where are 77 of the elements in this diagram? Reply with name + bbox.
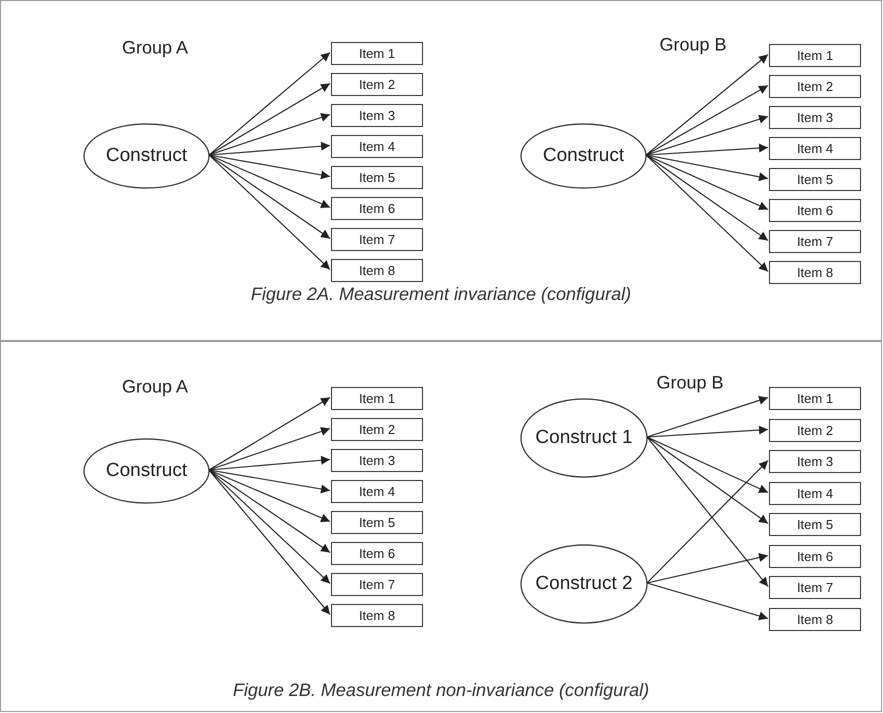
item-box: Item 8 — [331, 604, 423, 627]
arrow — [646, 436, 768, 524]
arrow — [646, 154, 768, 210]
arrow — [646, 396, 768, 438]
arrow — [208, 470, 330, 615]
construct-ellipse: Construct 2 — [520, 544, 648, 624]
group-heading: Group B — [659, 34, 727, 56]
item-box: Item 1 — [769, 44, 861, 67]
construct-ellipse: Construct — [83, 438, 210, 504]
item-box: Item 8 — [769, 261, 861, 284]
arrow — [646, 154, 768, 272]
figure-panel — [0, 0, 882, 341]
arrow — [208, 52, 330, 156]
arrow — [208, 427, 330, 471]
group-heading: Group A — [122, 38, 188, 58]
item-box: Item 7 — [769, 230, 861, 253]
arrow — [208, 470, 330, 584]
arrow — [646, 144, 768, 156]
item-box: Item 6 — [331, 197, 423, 220]
item-box: Item 7 — [769, 576, 861, 599]
arrow — [208, 470, 330, 553]
item-box: Item 2 — [331, 73, 423, 96]
arrow — [208, 142, 330, 156]
item-box: Item 4 — [331, 480, 423, 503]
item-box: Item 8 — [769, 608, 861, 631]
item-box: Item 5 — [769, 513, 861, 536]
construct-ellipse: Construct — [83, 123, 210, 189]
arrow — [646, 582, 768, 620]
item-box: Item 5 — [331, 511, 423, 534]
arrow — [646, 114, 768, 156]
item-box: Item 6 — [331, 542, 423, 565]
arrow — [208, 397, 330, 470]
item-box: Item 4 — [769, 482, 861, 505]
item-box: Item 5 — [331, 166, 423, 189]
item-box: Item 2 — [769, 75, 861, 98]
arrow — [646, 426, 768, 438]
arrow — [208, 113, 330, 156]
item-box: Item 1 — [331, 42, 423, 65]
arrow — [646, 436, 768, 587]
item-box: Item 8 — [331, 259, 423, 282]
item-box: Item 3 — [331, 449, 423, 472]
item-box: Item 7 — [331, 573, 423, 596]
construct-ellipse: Construct 1 — [520, 398, 648, 478]
arrow — [208, 154, 330, 208]
item-box: Item 4 — [769, 137, 861, 160]
item-box: Item 1 — [331, 387, 423, 410]
item-box: Item 2 — [331, 418, 423, 441]
figure-caption: Figure 2A. Measurement invariance (configural) — [250, 284, 632, 305]
arrow — [208, 154, 330, 239]
arrow — [208, 456, 330, 471]
arrow — [646, 85, 768, 156]
item-box: Item 5 — [769, 168, 861, 191]
item-box: Item 3 — [331, 104, 423, 127]
item-box: Item 6 — [769, 545, 861, 568]
arrow — [208, 469, 330, 494]
arrow — [208, 154, 330, 270]
arrow — [646, 436, 768, 493]
group-heading: Group A — [122, 376, 188, 398]
construct-ellipse: Construct — [520, 123, 647, 189]
arrow — [646, 553, 768, 584]
figure-caption: Figure 2B. Measurement non-invariance (configural) — [232, 680, 650, 701]
group-heading: Group B — [656, 372, 724, 394]
arrow — [646, 54, 768, 156]
arrow — [208, 83, 330, 156]
item-box: Item 4 — [331, 135, 423, 158]
item-box: Item 1 — [769, 387, 861, 410]
item-box: Item 6 — [769, 199, 861, 222]
item-box: Item 2 — [769, 419, 861, 442]
arrow — [208, 154, 330, 180]
arrow — [646, 154, 768, 182]
arrow — [208, 470, 330, 522]
figure-panel — [0, 341, 882, 712]
arrow — [646, 154, 768, 241]
item-box: Item 3 — [769, 450, 861, 473]
item-box: Item 3 — [769, 106, 861, 129]
arrow — [646, 460, 768, 584]
item-box: Item 7 — [331, 228, 423, 251]
